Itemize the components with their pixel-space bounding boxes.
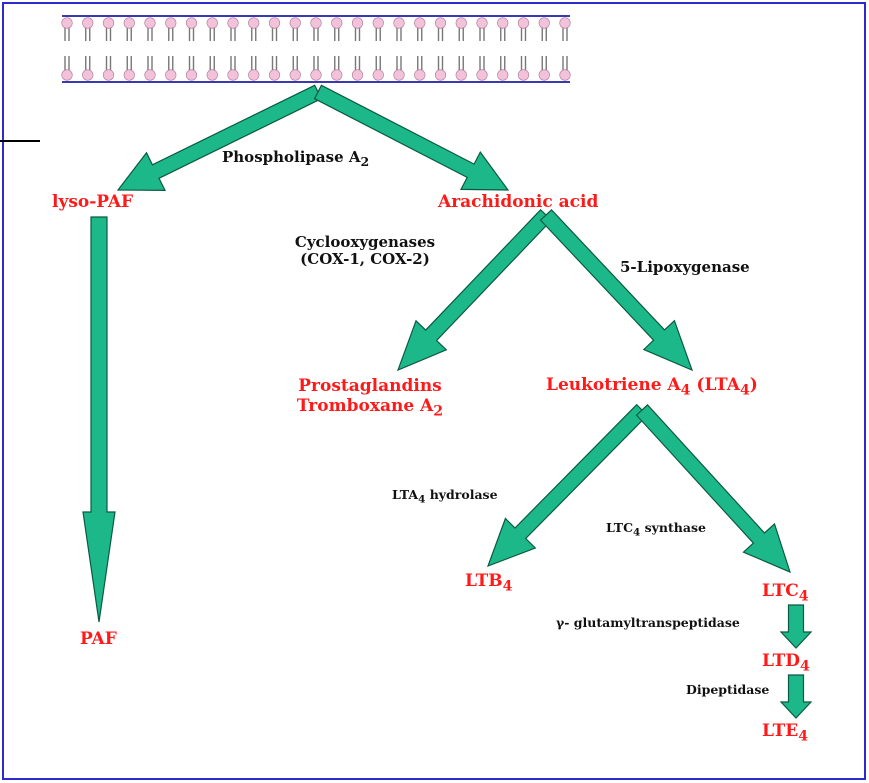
lipid-head (497, 69, 509, 81)
lipid-head (102, 69, 115, 81)
arrow-to-ltd4 (779, 604, 813, 649)
arachidonic-acid-label: Arachidonic acid (438, 192, 599, 212)
lipid-head (310, 69, 322, 81)
arrow-to-prostaglandins (396, 208, 553, 372)
lipid-head (268, 69, 281, 81)
lyso-paf-label: lyso-PAF (52, 192, 134, 212)
prostaglandins-tromboxane-label: Prostaglandins Tromboxane A2 (270, 376, 470, 419)
lipid-head (517, 69, 530, 81)
lipid-head (310, 17, 322, 29)
ltc4-label: LTC4 (762, 581, 809, 605)
ltd4-label: LTD4 (762, 651, 810, 675)
pathway-arrows (82, 84, 813, 719)
lipid-head (165, 17, 177, 29)
lipid-head (165, 69, 177, 81)
prostaglandins-line: Prostaglandins (298, 376, 442, 396)
lipid-head (248, 69, 260, 81)
lipid-head (434, 69, 447, 81)
lipid-head (476, 17, 488, 29)
arrow-to-lte4 (779, 674, 813, 719)
arrow-to-leukotriene-a4 (539, 209, 694, 372)
gamma-glutamyltranspeptidase-label: γ- glutamyltranspeptidase (556, 615, 740, 630)
lipid-head (351, 69, 364, 81)
lipid-head (351, 17, 364, 29)
arrow-to-lyso-paf (116, 84, 323, 192)
cox-line2: (COX-1, COX-2) (300, 250, 430, 269)
lipid-head (123, 17, 135, 29)
tromboxane-line: Tromboxane A2 (296, 395, 444, 419)
lipid-head (82, 17, 94, 29)
lipid-head (455, 69, 467, 81)
lipid-head (227, 17, 239, 29)
lipid-head (61, 17, 73, 29)
lipid-head (268, 17, 281, 29)
paf-label: PAF (80, 629, 117, 649)
cox-line1: Cyclooxygenases (294, 233, 436, 251)
lipid-head (331, 17, 343, 29)
left-edge-line (0, 140, 40, 142)
lipid-head (289, 17, 301, 29)
lipid-head (497, 17, 509, 29)
lipid-head (455, 17, 467, 29)
lipid-head (414, 69, 426, 81)
lipid-head (559, 69, 571, 81)
lipid-head (476, 69, 488, 81)
ltc4-synthase-label: LTC4 synthase (606, 520, 706, 539)
lipid-head (538, 69, 550, 81)
lipid-head (559, 17, 571, 29)
lipid-head (82, 69, 94, 81)
lipid-head (144, 17, 156, 29)
lipid-head (144, 69, 156, 81)
lipid-head (206, 69, 218, 81)
phospholipase-a2-label: Phospholipase A2 (222, 148, 370, 169)
arrow-to-ltc4 (635, 404, 791, 574)
5-lipoxygenase-label: 5-Lipoxygenase (620, 258, 750, 276)
lipid-head (434, 17, 447, 29)
lipid-head (227, 69, 239, 81)
lipid-head (393, 17, 405, 29)
ltb4-label: LTB4 (465, 571, 513, 595)
lipid-head (331, 69, 343, 81)
lipid-head (102, 17, 115, 29)
lipid-head (185, 17, 198, 29)
lipid-head (289, 69, 301, 81)
arrow-to-ltb4 (486, 403, 649, 568)
leukotriene-a4-label: Leukotriene A4 (LTA4) (546, 375, 758, 399)
lipid-head (206, 17, 218, 29)
lta4-hydrolase-label: LTA4 hydrolase (392, 487, 498, 506)
lipid-head (393, 69, 405, 81)
lipid-head (414, 17, 426, 29)
lipid-head (123, 69, 135, 81)
dipeptidase-label: Dipeptidase (686, 682, 770, 697)
lipid-head (372, 69, 384, 81)
arrow-to-paf (82, 216, 116, 623)
lipid-head (185, 69, 198, 81)
phospholipid-bilayer (61, 15, 571, 83)
lipid-head (248, 17, 260, 29)
lipid-head (372, 17, 384, 29)
lipid-head (538, 17, 550, 29)
cyclooxygenases-label: Cyclooxygenases (COX-1, COX-2) (270, 233, 460, 269)
lipid-head (61, 69, 73, 81)
arrow-to-arachidonic-acid (313, 84, 510, 191)
lipid-head (517, 17, 530, 29)
lte4-label: LTE4 (762, 721, 809, 745)
